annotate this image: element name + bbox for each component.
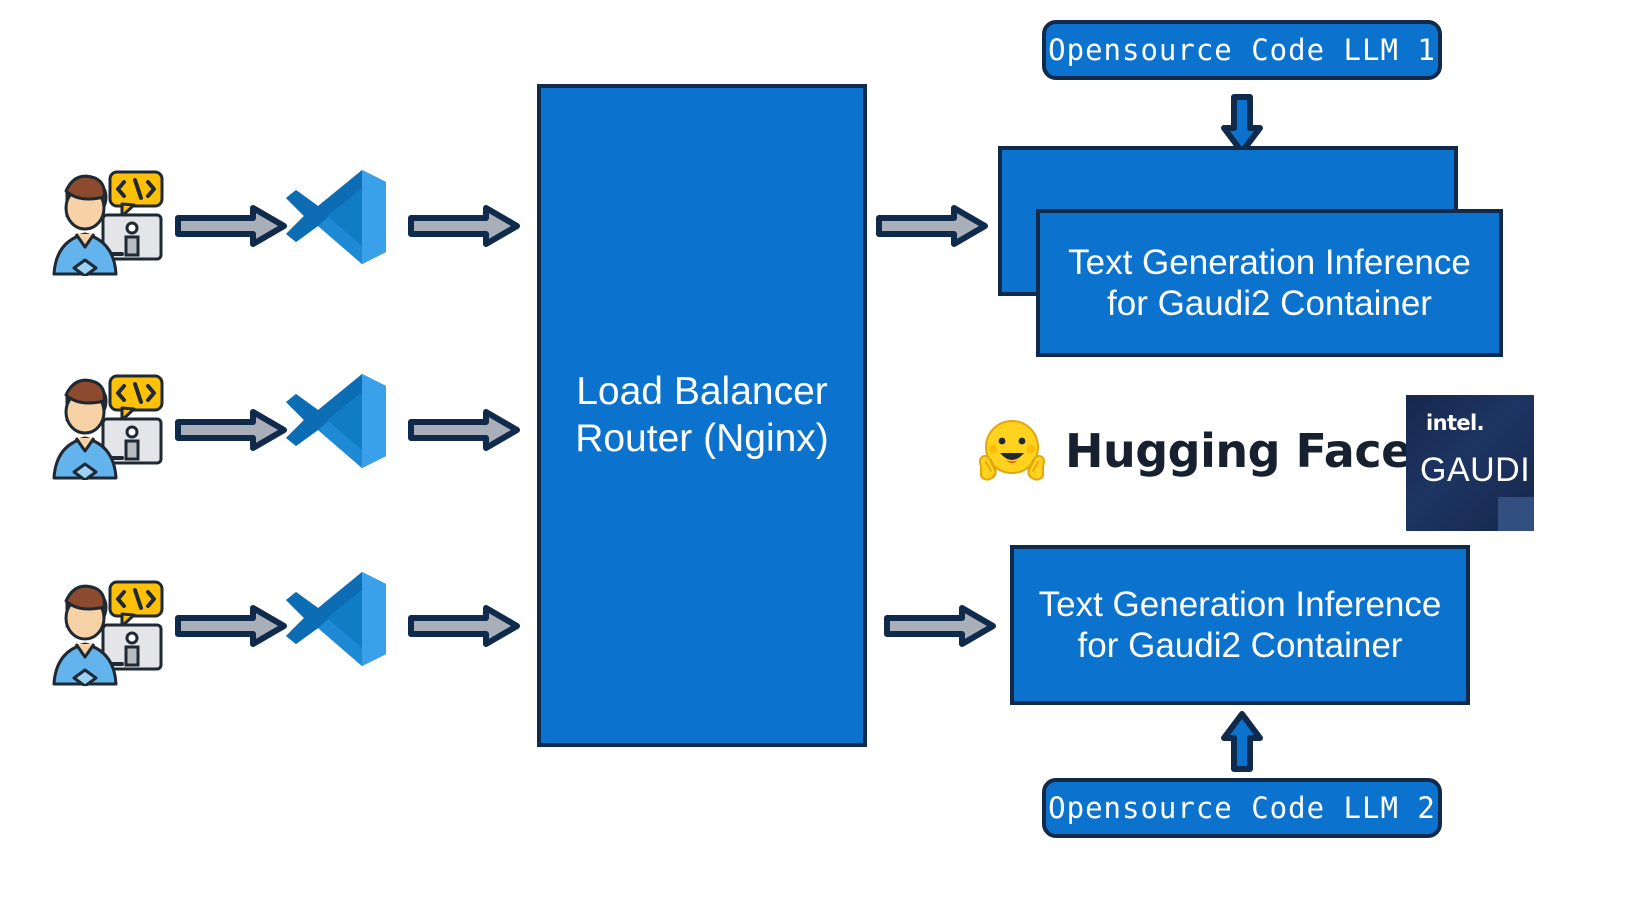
tgi-container-bottom-box[interactable]: Text Generation Inference for Gaudi2 Con… [1010, 545, 1470, 705]
arrow-right-icon [175, 604, 287, 648]
load-balancer-router-box[interactable]: Load Balancer Router (Nginx) [537, 84, 867, 747]
arrow-right-icon [175, 408, 287, 452]
arrow-right-icon [876, 204, 988, 248]
intel-gaudi-logo: intel. GAUDI [1406, 395, 1534, 531]
developer-at-computer-icon [40, 568, 168, 686]
developer-at-computer-icon [40, 158, 168, 276]
intel-wordmark: intel. [1426, 411, 1485, 435]
opensource-code-llm-2-box[interactable]: Opensource Code LLM 2 [1042, 778, 1442, 838]
hugging-face-logo: Hugging Face [975, 414, 1412, 488]
arrow-right-icon [408, 604, 520, 648]
gaudi-wordmark: GAUDI [1420, 451, 1531, 489]
arrow-down-icon [1219, 94, 1265, 156]
gaudi-corner-accent [1498, 497, 1534, 531]
hugging-face-emoji [975, 414, 1049, 488]
arrow-up-icon [1219, 710, 1265, 772]
arrow-right-icon [884, 604, 996, 648]
vscode-icon [282, 566, 390, 670]
developer-at-computer-icon [40, 362, 168, 480]
opensource-code-llm-1-box[interactable]: Opensource Code LLM 1 [1042, 20, 1442, 80]
vscode-icon [282, 368, 390, 472]
arrow-right-icon [175, 204, 287, 248]
arrow-right-icon [408, 204, 520, 248]
tgi-container-top-box[interactable]: Text Generation Inference for Gaudi2 Con… [1036, 209, 1503, 357]
vscode-icon [282, 164, 390, 268]
arrow-right-icon [408, 408, 520, 452]
hugging-face-wordmark: Hugging Face [1065, 424, 1412, 478]
